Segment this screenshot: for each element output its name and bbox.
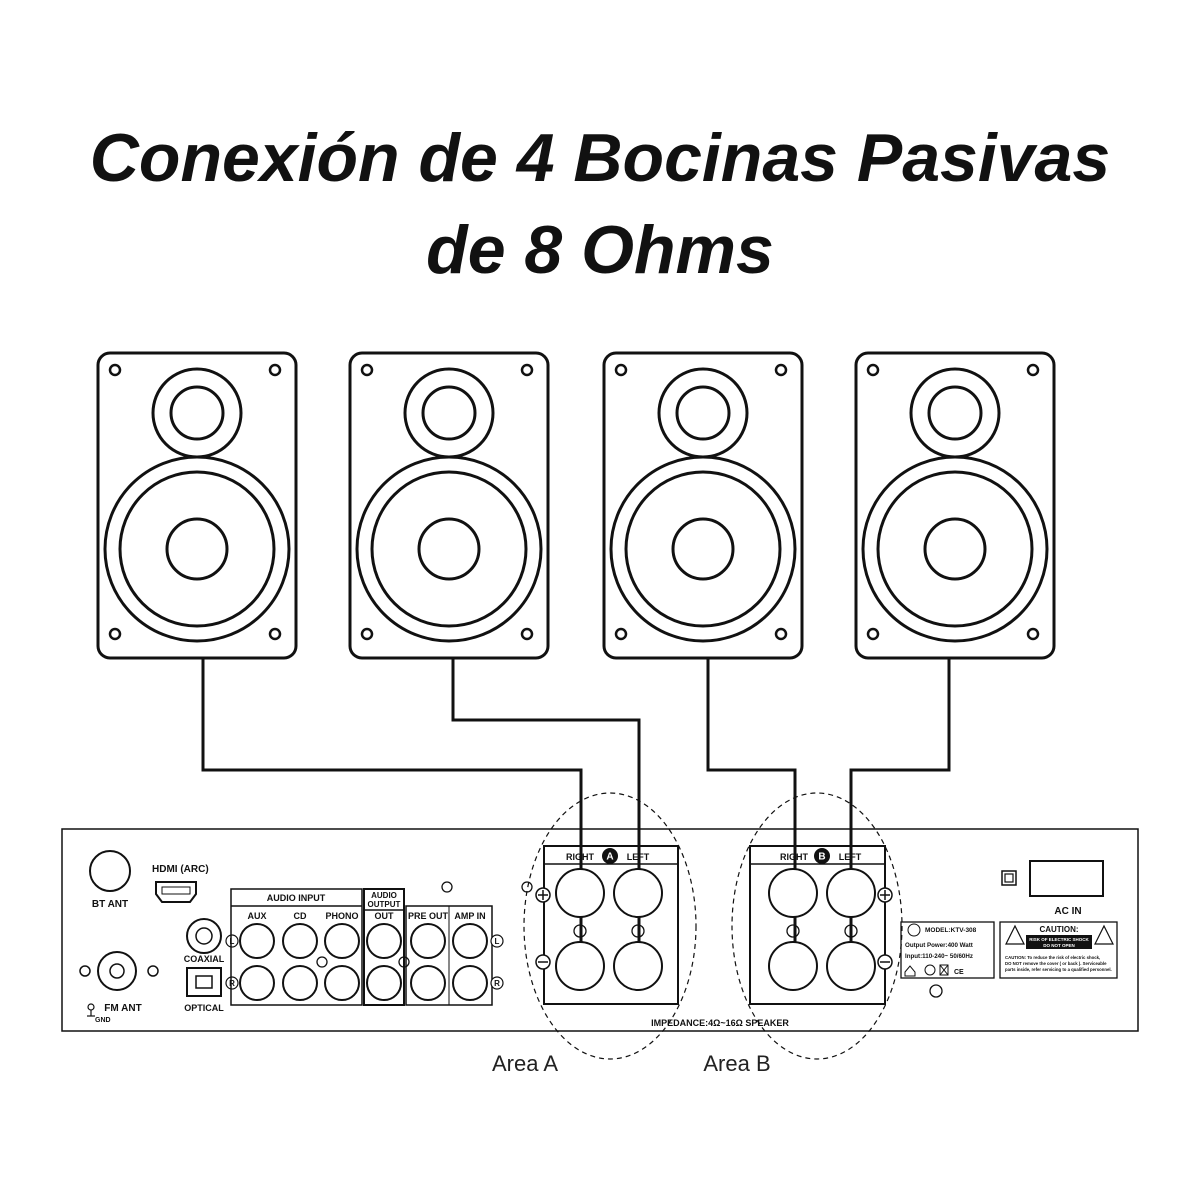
power-switch[interactable] (1001, 870, 1017, 886)
caution-title: CAUTION: (1039, 925, 1078, 934)
amplifier-rear-panel: BT ANT FM ANT GND HDMI (ARC) COAXIAL OPT… (61, 828, 1139, 1032)
ac-in-label: AC IN (1054, 906, 1081, 917)
input-label: Input:110-240~ 50/60Hz (905, 953, 973, 960)
bt-antenna-jack[interactable] (89, 850, 131, 892)
pre-out-jacks[interactable] (410, 923, 446, 1001)
terminal-a-right-negative[interactable] (555, 941, 605, 991)
caution-text-2: DO NOT remove the cover ( or back ). Ser… (1005, 961, 1107, 966)
area-b-outline (731, 792, 903, 1060)
optical-label: OPTICAL (184, 1003, 224, 1013)
output-power-label: Output Power:400 Watt (905, 942, 973, 949)
gnd-label: GND (95, 1017, 111, 1024)
amp-in-jacks[interactable] (452, 923, 488, 1001)
wire-speaker-1 (201, 658, 583, 965)
model-plate: MODEL:KTV-308 Output Power:400 Watt Inpu… (900, 921, 995, 979)
area-b-label: Area B (703, 1051, 770, 1076)
zone-a-badge: A (606, 852, 613, 863)
l-marker-right: L (495, 937, 500, 946)
r-marker-left: R (229, 979, 235, 988)
terminal-b-right-negative[interactable] (768, 941, 818, 991)
area-a-outline (523, 792, 697, 1060)
wire-speaker-3 (706, 658, 797, 965)
speaker-terminal-a: RIGHT A LEFT (535, 845, 679, 1005)
wire-speaker-4 (849, 658, 951, 965)
audio-output-label-2: OUTPUT (368, 900, 401, 909)
impedance-label: IMPEDANCE:4Ω~16Ω SPEAKER (651, 1018, 789, 1028)
speaker-terminal-b: RIGHT B LEFT (749, 845, 893, 1005)
bt-ant-label: BT ANT (92, 899, 128, 910)
title-line-2: de 8 Ohms (426, 212, 774, 288)
r-marker-right: R (494, 979, 500, 988)
terminal-b-left-negative[interactable] (826, 941, 876, 991)
caution-plate: CAUTION: RISK OF ELECTRIC SHOCK DO NOT O… (999, 921, 1118, 979)
terminal-b-left-positive[interactable] (826, 868, 876, 918)
right-label-b: RIGHT (780, 852, 809, 862)
ce-mark: CE (954, 969, 964, 976)
wire-speaker-2 (451, 658, 641, 965)
cd-jacks[interactable] (282, 923, 318, 1001)
area-a-label: Area A (492, 1051, 558, 1076)
coaxial-jack[interactable] (186, 918, 222, 954)
right-label-a: RIGHT (566, 852, 595, 862)
left-label-b: LEFT (839, 852, 862, 862)
caution-sub-1: RISK OF ELECTRIC SHOCK (1029, 937, 1089, 942)
speaker-3 (602, 351, 804, 660)
pre-out-label: PRE OUT (408, 911, 449, 921)
hdmi-label: HDMI (ARC) (152, 864, 209, 875)
cd-label: CD (294, 911, 307, 921)
caution-text-3: parts inside, refer servicing to a quali… (1005, 967, 1112, 972)
phono-jacks[interactable] (324, 923, 360, 1001)
fm-antenna-jack[interactable] (97, 951, 137, 991)
audio-out-jacks[interactable] (366, 923, 402, 1001)
fm-ant-label: FM ANT (104, 1003, 141, 1014)
aux-label: AUX (247, 911, 266, 921)
title-line-1: Conexión de 4 Bocinas Pasivas (89, 120, 1111, 196)
terminal-a-left-negative[interactable] (613, 941, 663, 991)
out-label: OUT (375, 911, 395, 921)
audio-output-label-1: AUDIO (371, 891, 397, 900)
amp-in-label: AMP IN (454, 911, 485, 921)
speaker-4 (854, 351, 1056, 660)
coaxial-label: COAXIAL (184, 954, 225, 964)
caution-text-1: CAUTION: To reduce the risk of electric … (1005, 955, 1100, 960)
terminal-a-right-positive[interactable] (555, 868, 605, 918)
ac-in-socket[interactable] (1029, 860, 1104, 897)
left-label-a: LEFT (627, 852, 650, 862)
diagram-title: Conexión de 4 Bocinas Pasivas de 8 Ohms (0, 112, 1200, 296)
terminal-b-right-positive[interactable] (768, 868, 818, 918)
caution-sub-2: DO NOT OPEN (1043, 943, 1075, 948)
speaker-2 (348, 351, 550, 660)
speaker-1 (96, 351, 298, 660)
aux-jacks[interactable] (239, 923, 275, 1001)
optical-port[interactable] (186, 967, 222, 997)
speaker-wires (201, 658, 951, 965)
model-label: MODEL:KTV-308 (925, 927, 977, 934)
zone-b-badge: B (818, 852, 825, 863)
audio-input-label: AUDIO INPUT (267, 893, 326, 903)
phono-label: PHONO (325, 911, 358, 921)
l-marker-left: L (230, 937, 235, 946)
terminal-a-left-positive[interactable] (613, 868, 663, 918)
